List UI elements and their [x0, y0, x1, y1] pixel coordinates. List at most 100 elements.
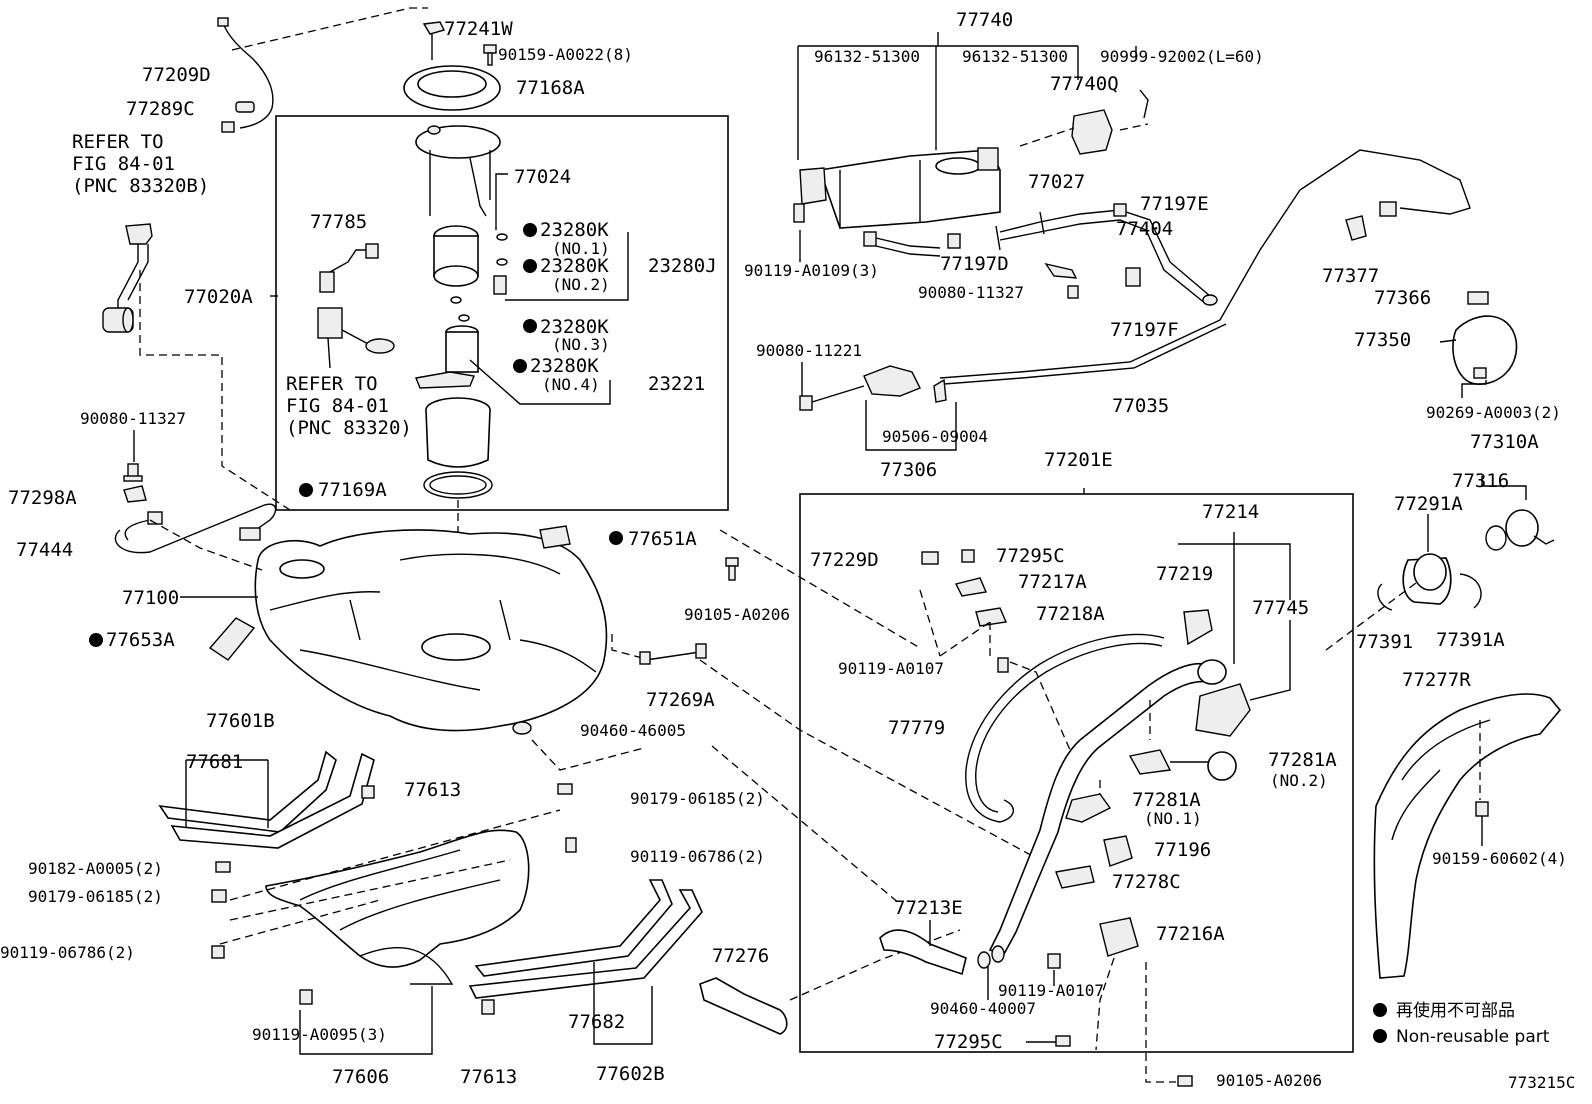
- bolt-90105-A0206-bottom: [1177, 1075, 1193, 1087]
- label-no2b: (NO.2): [1270, 771, 1328, 790]
- label-23280J: 23280J: [648, 255, 717, 277]
- label-90506-09004: 90506-09004: [882, 427, 988, 446]
- label-90269-A0003: 90269-A0003(2): [1426, 403, 1561, 422]
- fuel-pump-23221: [415, 325, 479, 389]
- label-77218A: 77218A: [1036, 603, 1105, 625]
- bolt-90080-11327-left: [123, 463, 143, 482]
- label-refer2-a: REFER TO: [286, 373, 378, 395]
- label-77276: 77276: [712, 945, 769, 967]
- clip-77197E: [1113, 203, 1127, 217]
- label-90119-A0107-b: 90119-A0107: [998, 981, 1104, 1000]
- label-90080-11327-b: 90080-11327: [918, 283, 1024, 302]
- clips-left: [211, 861, 313, 1005]
- dot-77169A: [299, 483, 313, 497]
- dot-77651A: [609, 531, 623, 545]
- label-no2: (NO.2): [552, 275, 610, 294]
- label-77214: 77214: [1202, 501, 1259, 523]
- label-77281A-1: 77281A: [1132, 789, 1201, 811]
- label-77201E: 77201E: [1044, 449, 1113, 471]
- leader-lid: [1439, 339, 1487, 398]
- vsv-77740Q: [1071, 89, 1149, 155]
- label-77602B: 77602B: [596, 1063, 665, 1085]
- label-refer1-a: REFER TO: [72, 131, 164, 153]
- label-77168A: 77168A: [516, 77, 585, 99]
- label-77024: 77024: [514, 166, 571, 188]
- label-77613-a: 77613: [404, 779, 461, 801]
- leader-sender: [139, 270, 291, 511]
- label-77213E: 77213E: [894, 897, 963, 919]
- label-90999-92002: 90999-92002(L=60): [1100, 47, 1264, 66]
- label-90159-60602: 90159-60602(4): [1432, 849, 1567, 868]
- tank-band-77682: [468, 879, 703, 999]
- tank-band-77601B: [158, 750, 337, 833]
- dot-77653A: [89, 633, 103, 647]
- label-77298A: 77298A: [8, 487, 77, 509]
- dot-23280K-4: [513, 359, 527, 373]
- gasket-77169A: [423, 471, 493, 499]
- hose-77276: [699, 977, 788, 1035]
- dot-23280K-1: [523, 223, 537, 237]
- bolt-90159-60602: [1475, 801, 1489, 817]
- bracket-77601B: [185, 759, 269, 828]
- pump-bracket-77024: [415, 125, 501, 217]
- label-90080-11327-a: 90080-11327: [80, 409, 186, 428]
- gasket-77316: [1485, 525, 1507, 551]
- spring-77377: [1345, 215, 1367, 241]
- label-23221: 23221: [648, 373, 705, 395]
- label-77377: 77377: [1322, 265, 1379, 287]
- label-90119-A0109: 90119-A0109(3): [744, 261, 879, 280]
- label-no3: (NO.3): [552, 335, 610, 354]
- label-no1b: (NO.1): [1144, 809, 1202, 828]
- label-77785: 77785: [310, 211, 367, 233]
- clips-right: [557, 783, 577, 853]
- clip-77241W: [422, 21, 446, 35]
- label-77651A: 77651A: [628, 528, 697, 550]
- hose-77213E: [879, 929, 1005, 976]
- pump-assembly-frame: [275, 115, 729, 511]
- clip-77197D: [1044, 262, 1078, 279]
- canister-77740: [799, 147, 1001, 229]
- clip-77197F: [1125, 267, 1141, 287]
- label-23280K-3: 23280K: [540, 316, 609, 338]
- label-90105-A0206-b: 90105-A0206: [1216, 1071, 1322, 1090]
- lever-77306: [799, 365, 947, 411]
- filler-pipe-assembly-frame: [799, 493, 1354, 1053]
- label-77653A: 77653A: [106, 629, 175, 651]
- label-77278C: 77278C: [1112, 871, 1181, 893]
- tank-protector-77606: [265, 829, 530, 985]
- fuel-filter-23280J: [433, 225, 507, 295]
- figure-code: 773215C: [1508, 1073, 1575, 1092]
- label-90080-11221: 90080-11221: [756, 341, 862, 360]
- bolt-90159: [483, 44, 497, 66]
- label-77444: 77444: [16, 539, 73, 561]
- retainer-ring-77168A: [403, 65, 501, 111]
- label-77196: 77196: [1154, 839, 1211, 861]
- protector-77196: [1103, 835, 1133, 867]
- label-77269A: 77269A: [646, 689, 715, 711]
- label-77291A: 77291A: [1394, 493, 1463, 515]
- bracket-77281A-no1: [1065, 793, 1112, 823]
- sender-wire-77209D: [217, 17, 274, 133]
- fender-liner-77277R: [1373, 693, 1562, 979]
- gasket-inner: [429, 475, 487, 495]
- label-77391: 77391: [1356, 631, 1413, 653]
- label-77601B: 77601B: [206, 710, 275, 732]
- legend-dot-en: [1373, 1029, 1387, 1043]
- label-77366: 77366: [1374, 287, 1431, 309]
- label-77100: 77100: [122, 587, 179, 609]
- leader-clips-box: [919, 589, 1071, 751]
- bracket-23280J: [505, 232, 629, 301]
- label-90105-A0206-a: 90105-A0206: [684, 605, 790, 624]
- label-77197F: 77197F: [1110, 319, 1179, 341]
- label-96132-51300-a: 96132-51300: [814, 47, 920, 66]
- label-77169A: 77169A: [318, 479, 387, 501]
- label-90179-06185-a: 90179-06185(2): [630, 789, 765, 808]
- leader-77209D: [231, 7, 428, 51]
- filler-inlet-77291A: [1402, 553, 1452, 605]
- label-77740Q: 77740Q: [1050, 73, 1119, 95]
- fuel-sender-83320: [317, 307, 395, 369]
- label-77216A: 77216A: [1156, 923, 1225, 945]
- label-77035: 77035: [1112, 395, 1169, 417]
- label-77350: 77350: [1354, 329, 1411, 351]
